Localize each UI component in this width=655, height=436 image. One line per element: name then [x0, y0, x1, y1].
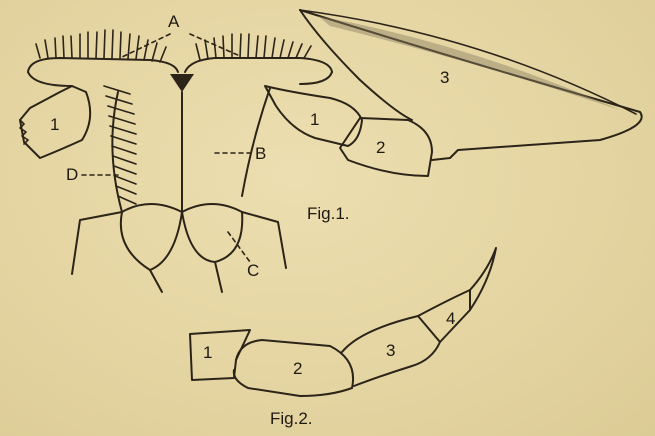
fig2-segment-4 — [418, 248, 496, 342]
fig1-segment-label-left-1: 1 — [50, 115, 59, 134]
fig2-segment-label-2: 2 — [293, 359, 302, 378]
left-leg-stub — [72, 212, 122, 274]
fig2-segment-label-3: 3 — [386, 341, 395, 360]
fig2-segment-label-4: 4 — [446, 309, 455, 328]
blade-stipple — [318, 16, 620, 110]
fig2-segment-label-1: 1 — [203, 343, 212, 362]
right-lobe-tail — [215, 262, 222, 292]
right-lobe-underside — [300, 72, 332, 84]
rostrum — [170, 74, 194, 92]
fig1-segment-label-2: 2 — [376, 138, 385, 157]
left-lobe-tail — [150, 270, 162, 292]
label-d: D — [66, 165, 78, 184]
fig1-segment-label-3: 3 — [440, 68, 449, 87]
hatched-band — [104, 86, 136, 204]
fig1-caption: Fig.1. — [307, 204, 350, 223]
label-b: B — [255, 144, 266, 163]
fig2-caption: Fig.2. — [270, 409, 313, 428]
fig2-segment-1 — [190, 330, 250, 380]
right-bristles — [196, 34, 311, 60]
right-segment-3-blade — [300, 10, 642, 160]
left-lobe-outline — [28, 58, 178, 72]
label-c: C — [247, 261, 259, 280]
left-lobe-underside — [28, 72, 72, 86]
left-lower-lobe — [121, 212, 182, 270]
label-a: A — [168, 12, 180, 31]
fig1-segment-label-right-1: 1 — [310, 110, 319, 129]
right-lower-lobe — [182, 212, 242, 262]
right-lobe-outline — [185, 58, 332, 72]
right-plate-edge — [242, 88, 270, 196]
label-c-leader — [228, 232, 250, 262]
figure-1-drawing — [20, 10, 642, 292]
right-segment-2 — [340, 118, 432, 176]
